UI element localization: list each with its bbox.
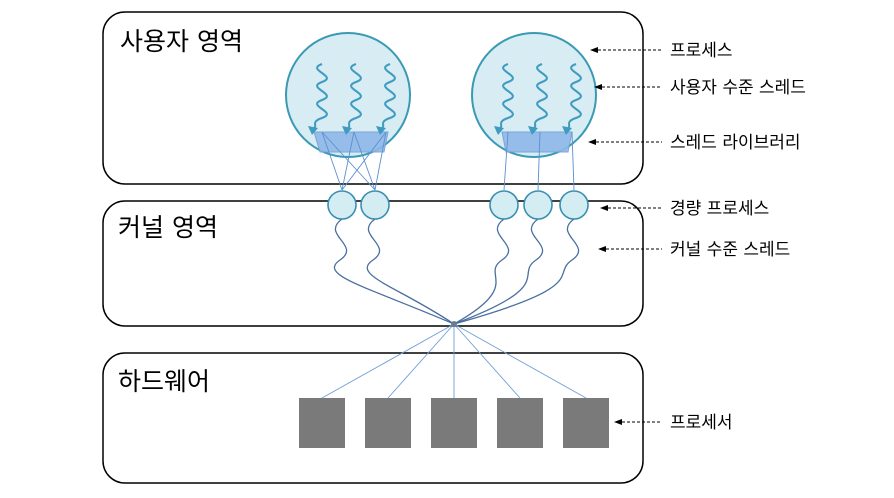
user-thread xyxy=(347,63,362,129)
scheduler-lines xyxy=(321,323,587,399)
lwp-3 xyxy=(489,190,519,220)
lightweight-processes xyxy=(327,190,589,220)
processors xyxy=(299,398,609,448)
sched-line-4 xyxy=(453,323,521,399)
processor-3 xyxy=(431,398,477,448)
leader-arrow-icon xyxy=(614,419,622,425)
mapping-line xyxy=(571,131,575,191)
thread-arrow-icon xyxy=(308,126,318,135)
sched-line-5 xyxy=(453,323,587,399)
thread-library-1 xyxy=(313,131,389,153)
thread-mapping-lines xyxy=(321,131,575,191)
process-2 xyxy=(471,32,597,158)
dispatcher-point xyxy=(451,321,457,327)
thread-arrow-icon xyxy=(376,126,386,135)
mapping-line xyxy=(537,131,541,191)
mapping-line xyxy=(341,131,355,191)
user-thread xyxy=(499,63,514,129)
leader-arrow-icon xyxy=(590,47,598,53)
mapping-line xyxy=(374,131,387,191)
lwp-2 xyxy=(360,190,390,220)
mapping-line xyxy=(341,131,387,191)
thread-arrow-icon xyxy=(494,126,504,135)
label-thread-library: 스레드 라이브러리 xyxy=(670,133,801,153)
kernel-threads xyxy=(333,218,580,325)
leader-arrow-icon xyxy=(598,246,606,252)
user-thread xyxy=(381,63,396,129)
process-1 xyxy=(285,32,411,158)
mapping-line xyxy=(321,131,343,191)
label-processor: 프로세서 xyxy=(670,413,733,433)
user-thread xyxy=(313,63,328,129)
kernel-thread-3 xyxy=(453,218,510,325)
user-threads-process-1 xyxy=(308,63,396,135)
sched-line-2 xyxy=(387,323,455,399)
annotation-leaders xyxy=(588,47,662,425)
mapping-line xyxy=(321,131,376,191)
mapping-line xyxy=(503,131,509,191)
thread-arrow-icon xyxy=(528,126,538,135)
kernel-thread-5 xyxy=(453,218,580,325)
sched-line-1 xyxy=(321,323,455,399)
leader-arrow-icon xyxy=(600,205,608,211)
leader-arrow-icon xyxy=(594,84,602,90)
label-user-thread: 사용자 수준 스레드 xyxy=(670,78,806,98)
lwp-4 xyxy=(523,190,553,220)
label-kernel-thread: 커널 수준 스레드 xyxy=(670,240,790,260)
lwp-1 xyxy=(327,190,357,220)
kernel-thread-2 xyxy=(366,218,455,325)
user-thread xyxy=(533,63,548,129)
user-space-label: 사용자 영역 xyxy=(120,27,243,56)
user-thread xyxy=(567,63,582,129)
processor-2 xyxy=(365,398,411,448)
thread-arrow-icon xyxy=(562,126,572,135)
label-process: 프로세스 xyxy=(670,41,733,61)
hardware-label: 하드웨어 xyxy=(118,367,210,396)
thread-library-2 xyxy=(501,131,573,153)
lwp-5 xyxy=(559,190,589,220)
kernel-space-label: 커널 영역 xyxy=(118,213,218,242)
processor-4 xyxy=(497,398,543,448)
processor-1 xyxy=(299,398,345,448)
kernel-thread-4 xyxy=(453,218,544,325)
label-lwp: 경량 프로세스 xyxy=(670,199,769,219)
kernel-thread-1 xyxy=(333,218,455,325)
user-threads-process-2 xyxy=(494,63,582,135)
processor-5 xyxy=(563,398,609,448)
thread-arrow-icon xyxy=(342,126,352,135)
leader-arrow-icon xyxy=(588,139,596,145)
